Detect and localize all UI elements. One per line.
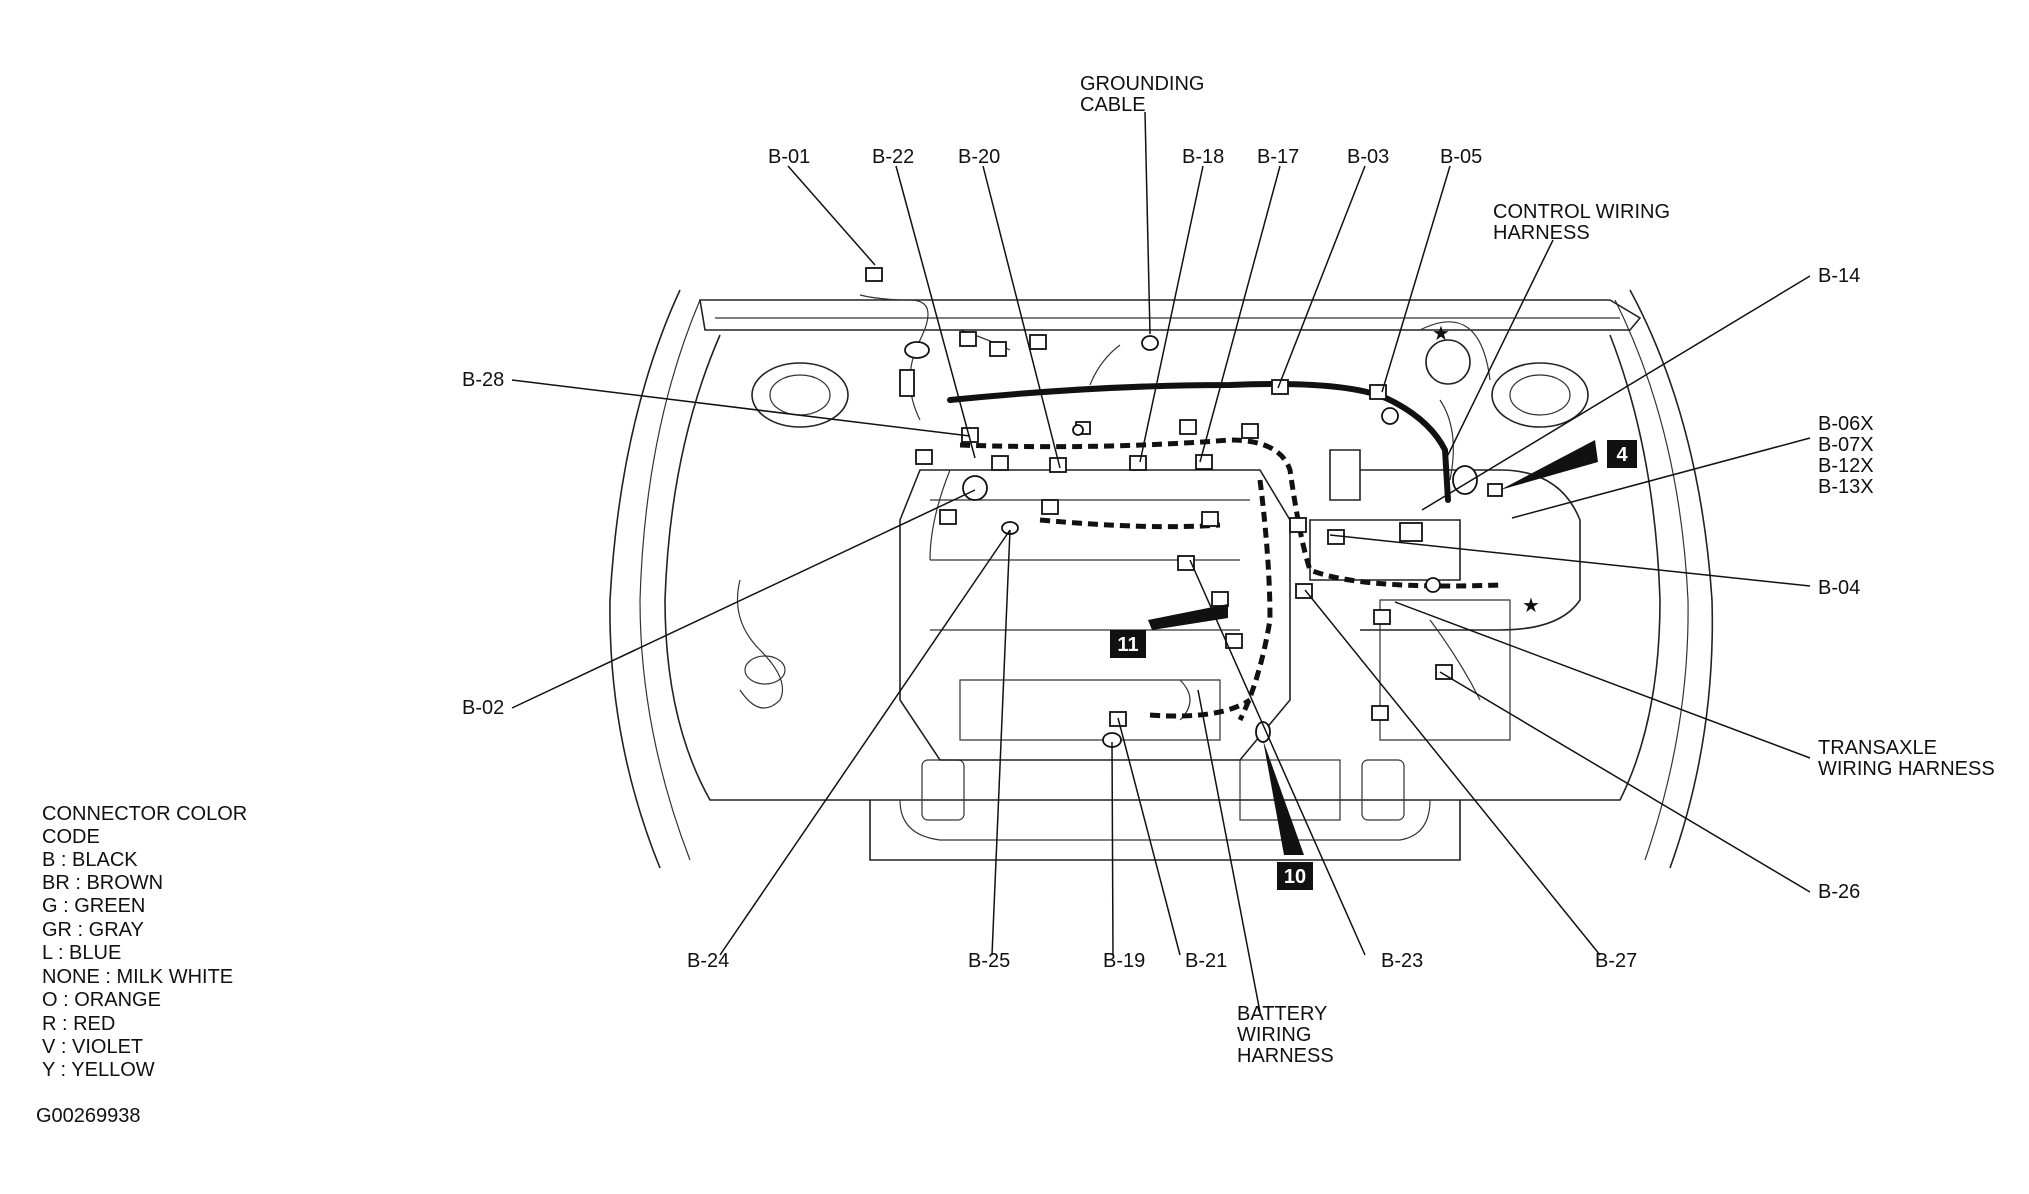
- battery-wiring-harness-label-line1: BATTERY: [1237, 1003, 1327, 1025]
- control-wiring-harness-label-line2: HARNESS: [1493, 222, 1590, 244]
- badge-4-box: [1607, 440, 1637, 468]
- connector-label-b14: B-14: [1818, 265, 1860, 287]
- connector-label-b05: B-05: [1440, 146, 1482, 168]
- legend-item: R : RED: [42, 1013, 115, 1035]
- connector-label-b23: B-23: [1381, 950, 1423, 972]
- star-icon: ★: [1432, 323, 1450, 345]
- harness-labels: GROUNDING CABLE CONTROL WIRING HARNESS T…: [1080, 73, 1995, 1067]
- connector-label-b27: B-27: [1595, 950, 1637, 972]
- battery-wiring-harness-label-line2: WIRING: [1237, 1024, 1311, 1046]
- legend-item: V : VIOLET: [42, 1036, 143, 1058]
- engine-block: [899, 469, 1291, 761]
- legend-item: G : GREEN: [42, 895, 145, 917]
- badge-11-box: [1110, 630, 1146, 658]
- badge-callouts: 4 11 10: [1110, 440, 1637, 890]
- connector-color-legend: CONNECTOR COLOR CODE B : BLACK BR : BROW…: [42, 803, 247, 1081]
- legend-item: GR : GRAY: [42, 919, 144, 941]
- badge-10-box: [1277, 862, 1313, 890]
- connector-label-b04: B-04: [1818, 577, 1860, 599]
- connector-label-b24: B-24: [687, 950, 729, 972]
- leader-lines: [511, 111, 1811, 1013]
- control-wiring-harness-label-line1: CONTROL WIRING: [1493, 201, 1670, 223]
- connector-label-b22: B-22: [872, 146, 914, 168]
- grounding-cable-label-line2: CABLE: [1080, 94, 1146, 116]
- connector-label-b25: B-25: [968, 950, 1010, 972]
- connector-label-b20: B-20: [958, 146, 1000, 168]
- connector-label-b03: B-03: [1347, 146, 1389, 168]
- badge-4-label: 4: [1616, 444, 1628, 466]
- legend-item: B : BLACK: [42, 849, 138, 871]
- connector-label-b17: B-17: [1257, 146, 1299, 168]
- connector-label-b02: B-02: [462, 697, 504, 719]
- figure-id: G00269938: [36, 1105, 141, 1127]
- transaxle-wiring-harness-label-line1: TRANSAXLE: [1818, 737, 1937, 759]
- transaxle-wiring-harness-label-line2: WIRING HARNESS: [1818, 758, 1995, 780]
- connector-label-b18: B-18: [1182, 146, 1224, 168]
- grounding-cable-label-line1: GROUNDING: [1080, 73, 1204, 95]
- star-markers: ★ ★: [1432, 323, 1540, 617]
- connector-label-b06x: B-06X: [1818, 413, 1874, 435]
- star-icon: ★: [1522, 595, 1540, 617]
- legend-item: Y : YELLOW: [42, 1059, 155, 1081]
- connector-label-b28: B-28: [462, 369, 504, 391]
- badge-10-label: 10: [1284, 866, 1306, 888]
- legend-title-line2: CODE: [42, 826, 100, 848]
- connector-label-b21: B-21: [1185, 950, 1227, 972]
- connector-label-b13x: B-13X: [1818, 476, 1874, 498]
- engine-compartment-outline: [609, 289, 1714, 869]
- battery-area: [1309, 321, 1581, 741]
- connector-label-b01: B-01: [768, 146, 810, 168]
- legend-item: O : ORANGE: [42, 989, 161, 1011]
- connector-label-b26: B-26: [1818, 881, 1860, 903]
- connector-label-b07x: B-07X: [1818, 434, 1874, 456]
- connector-label-b12x: B-12X: [1818, 455, 1874, 477]
- battery-wiring-harness-label-line3: HARNESS: [1237, 1045, 1334, 1067]
- connector-labels: B-01 B-22 B-20 B-18 B-17 B-03 B-05 B-14 …: [462, 146, 1874, 972]
- legend-item: BR : BROWN: [42, 872, 163, 894]
- wiring-harnesses: [859, 294, 1501, 722]
- connector-symbols: [865, 267, 1503, 748]
- legend-item: L : BLUE: [42, 942, 121, 964]
- connector-label-b19: B-19: [1103, 950, 1145, 972]
- badge-11-label: 11: [1117, 634, 1138, 656]
- legend-item: NONE : MILK WHITE: [42, 966, 233, 988]
- legend-title-line1: CONNECTOR COLOR: [42, 803, 247, 825]
